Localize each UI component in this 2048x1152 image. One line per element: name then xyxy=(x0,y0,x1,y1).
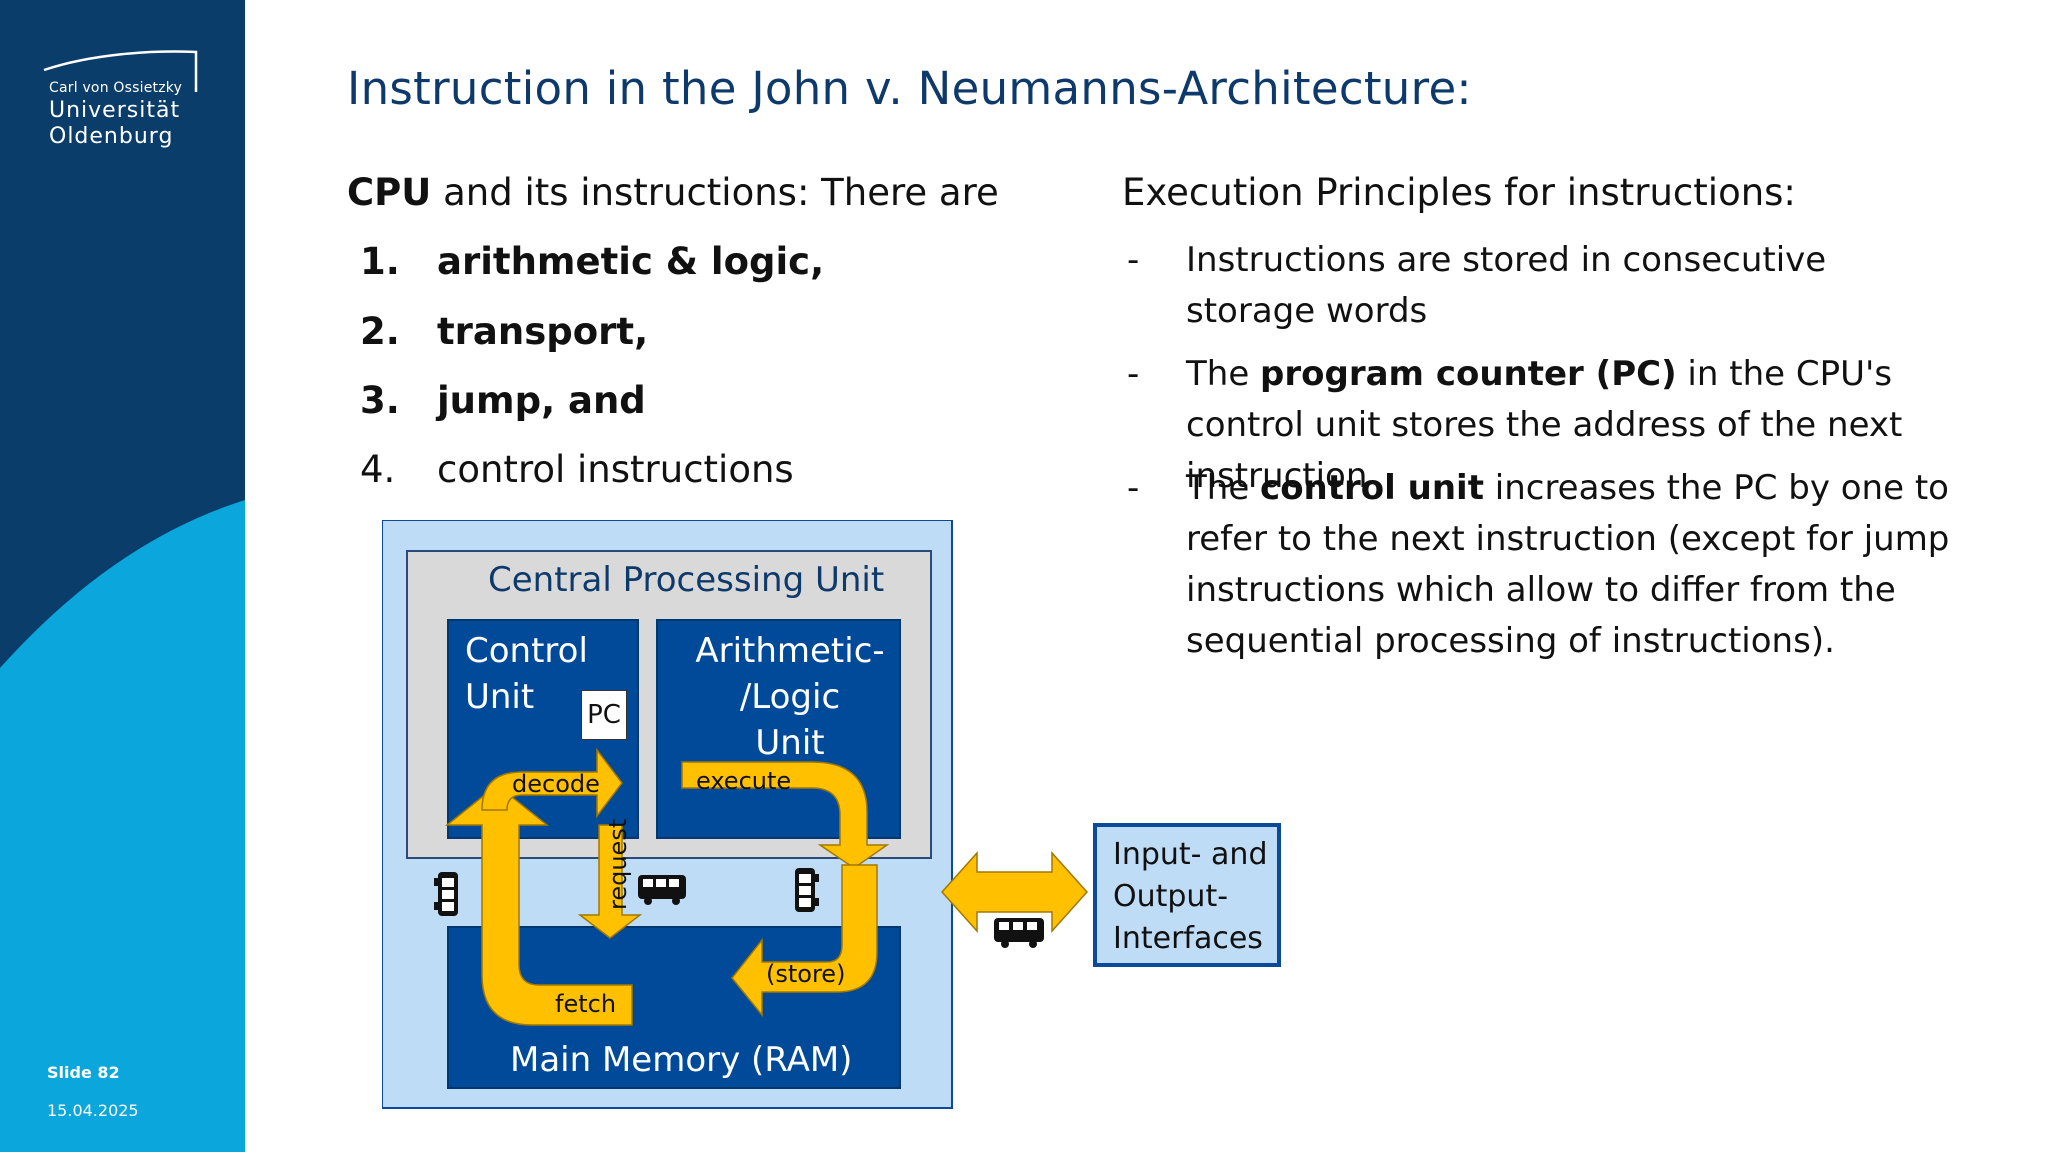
ram-label: Main Memory (RAM) xyxy=(510,1040,853,1080)
list-number: 4. xyxy=(360,448,396,491)
io-label: Input- and xyxy=(1113,837,1268,872)
request-label: request xyxy=(604,818,632,910)
slide-number: Slide 82 xyxy=(47,1063,120,1082)
list-item: 3. jump, and xyxy=(360,379,646,422)
bus-icon xyxy=(795,868,819,912)
slide-title: Instruction in the John v. Neumanns-Arch… xyxy=(347,62,1472,115)
decode-arrow xyxy=(481,747,623,819)
list-item: 1. arithmetic & logic, xyxy=(360,240,824,283)
io-label-2: Output- xyxy=(1113,879,1229,914)
io-double-arrow xyxy=(940,851,1089,933)
store-label: (store) xyxy=(766,960,846,988)
bullet-text: The control unit increases the PC by one… xyxy=(1186,463,1966,667)
intro-text: CPU and its instructions: There are xyxy=(347,171,999,214)
list-text: arithmetic & logic, xyxy=(437,240,825,283)
control-unit-label-2: Unit xyxy=(465,677,535,717)
control-unit-label: Control xyxy=(465,631,588,671)
request-arrow xyxy=(577,824,643,939)
von-neumann-diagram: Central Processing Unit Control Unit PC … xyxy=(382,520,1292,1110)
bullet-dash: - xyxy=(1127,354,1140,394)
alu-label-3: Unit xyxy=(755,723,825,763)
bus-icon xyxy=(638,875,686,905)
io-label-3: Interfaces xyxy=(1113,921,1263,956)
list-number: 3. xyxy=(360,379,400,422)
decode-label: decode xyxy=(512,770,600,798)
program-counter-box: PC xyxy=(581,690,627,740)
bullet-pre: The xyxy=(1186,468,1261,508)
bullet-post: increases the PC by one to refer to the … xyxy=(1186,468,1950,661)
bus-icon xyxy=(994,918,1044,948)
bullet-dash: - xyxy=(1127,240,1140,280)
bullet-dash: - xyxy=(1127,468,1140,508)
university-logo xyxy=(43,50,198,92)
bullet-pre: The xyxy=(1186,354,1261,394)
sidebar: Carl von Ossietzky Universität Oldenburg… xyxy=(0,0,245,1152)
store-arrow xyxy=(731,864,878,1018)
intro-rest: and its instructions: There are xyxy=(431,171,999,214)
io-interfaces-box: Input- and Output- Interfaces xyxy=(1093,823,1281,967)
execute-label: execute xyxy=(696,767,792,795)
sidebar-background xyxy=(0,0,245,1152)
bullet-pre: Instructions are stored in consecutive s… xyxy=(1186,240,1827,331)
principles-heading: Execution Principles for instructions: xyxy=(1122,171,1796,214)
list-item: 2. transport, xyxy=(360,310,648,353)
intro-bold: CPU xyxy=(347,171,432,214)
fetch-arrow xyxy=(444,784,633,1026)
bus-icon xyxy=(434,872,458,916)
list-number: 2. xyxy=(360,310,400,353)
logo-small-text: Carl von Ossietzky xyxy=(49,80,183,96)
slide-date: 15.04.2025 xyxy=(47,1101,139,1120)
list-number: 1. xyxy=(360,240,400,283)
execute-arrow xyxy=(681,761,890,869)
bullet-text: Instructions are stored in consecutive s… xyxy=(1186,235,1966,337)
diagram-shapes xyxy=(382,520,1089,1109)
list-item: 4. control instructions xyxy=(360,448,794,491)
list-text: transport, xyxy=(437,310,649,353)
list-text: jump, and xyxy=(437,379,646,422)
alu-label: Arithmetic- xyxy=(695,631,885,671)
bullet-text: The program counter (PC) in the CPU's co… xyxy=(1186,349,1966,502)
cpu-label: Central Processing Unit xyxy=(488,560,885,600)
fetch-label: fetch xyxy=(555,990,617,1018)
logo-city-text: Oldenburg xyxy=(49,124,174,149)
bullet-post: in the CPU's control unit stores the add… xyxy=(1186,354,1903,496)
list-text: control instructions xyxy=(437,448,794,491)
logo-university-text: Universität xyxy=(49,98,181,123)
alu-label-2: /Logic xyxy=(739,677,841,717)
bullet-bold: control unit xyxy=(1260,468,1484,508)
bullet-bold: program counter (PC) xyxy=(1260,354,1677,394)
